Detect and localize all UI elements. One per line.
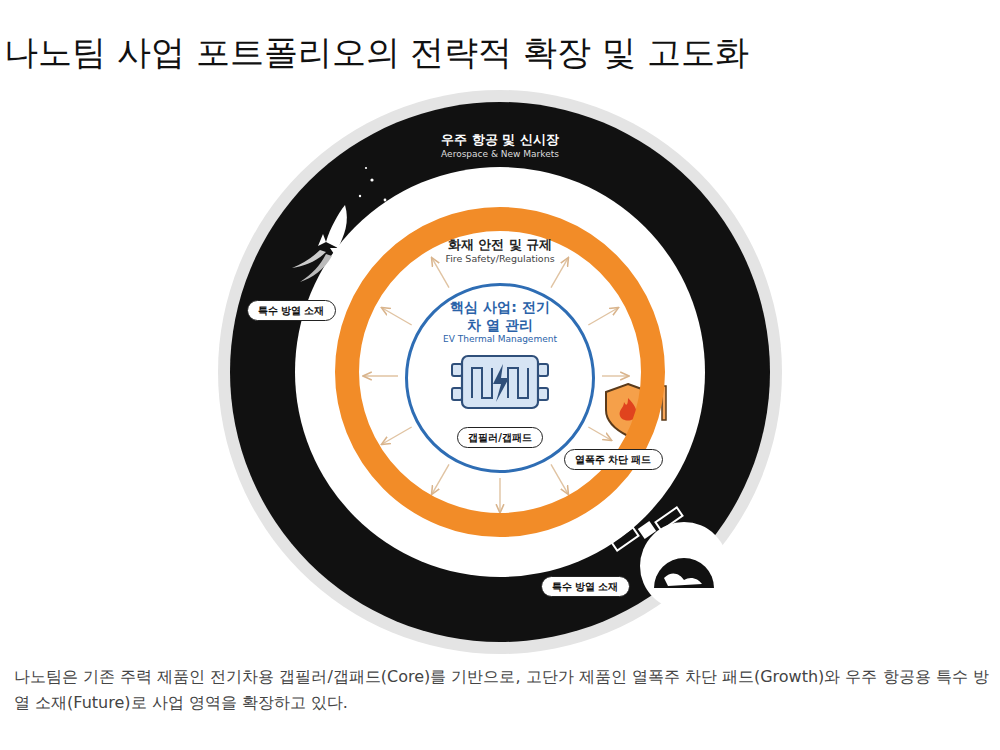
star [384, 199, 387, 202]
star [365, 167, 367, 169]
radiating-arrow [382, 427, 411, 444]
node-subtitle: Fire Safety/Regulations [445, 253, 554, 265]
star [370, 178, 373, 181]
fire-safety-ring: 화재 안전 및 규제Fire Safety/Regulations 핵심 사업: … [335, 207, 665, 537]
radiating-arrow [499, 478, 500, 512]
node-heading: 화재 안전 및 규제 [448, 237, 552, 253]
solar-panel [611, 527, 638, 550]
product-pill: 열폭주 차단 패드 [564, 449, 663, 470]
rocket-icon [292, 167, 386, 282]
rocket-trail [300, 254, 332, 282]
node-heading: 우주 항공 및 신시장 [441, 132, 559, 149]
white-interior [295, 167, 705, 577]
globe-icon [654, 558, 714, 588]
outer-market-ring: 우주 항공 및 신시장Aerospace & New Markets 화재 안전 … [230, 102, 770, 642]
satellite-body [638, 521, 656, 539]
radiating-arrow [432, 464, 449, 493]
battery-icon [452, 356, 548, 408]
radiating-arrows [364, 258, 628, 512]
black-ring [230, 102, 770, 642]
node-heading: 열폭주 차단 패드 [575, 453, 652, 466]
outer-halo [218, 90, 782, 654]
star [359, 195, 361, 197]
battery-case [462, 356, 538, 408]
node-heading: 특수 방열 소재 [258, 304, 325, 317]
battery-terminal [538, 388, 548, 400]
battery-terminal [538, 364, 548, 376]
radiating-arrow [382, 308, 411, 325]
product-pill: 갭필러/갭패드 [457, 427, 543, 448]
satellite-icon [611, 507, 682, 550]
solar-panel [655, 507, 682, 530]
flame [620, 398, 637, 421]
node-heading: 갭필러/갭패드 [468, 431, 532, 444]
globe [654, 558, 714, 588]
caption: 나노팀은 기존 주력 제품인 전기차용 갭필러/갭패드(Core)를 기반으로,… [14, 664, 989, 716]
node-subtitle: EV Thermal Management [443, 334, 557, 346]
page-title: 나노팀 사업 포트폴리오의 전략적 확장 및 고도화 [4, 30, 749, 76]
product-pill: 특수 방열 소재 [541, 576, 630, 597]
product-pill: 특수 방열 소재 [247, 300, 336, 321]
radiating-arrow [364, 375, 398, 376]
radiating-arrow [588, 308, 617, 325]
node-subtitle: Aerospace & New Markets [441, 149, 559, 161]
radiating-arrow [588, 427, 611, 440]
battery-terminal [452, 364, 462, 376]
globe-land [664, 574, 702, 586]
core-business-circle: 핵심 사업: 전기차 열 관리EV Thermal Management 갭필러/… [405, 283, 595, 473]
lightning-bolt [493, 364, 509, 402]
globe-cutout [640, 522, 728, 610]
node-heading: 특수 방열 소재 [552, 580, 619, 593]
battery-terminal [452, 388, 462, 400]
radiating-arrow [551, 464, 568, 493]
radiating-arrow [602, 375, 628, 376]
node-heading: 핵심 사업: 전기차 열 관리 [448, 298, 552, 334]
rocket-body [326, 205, 347, 248]
star [377, 213, 379, 215]
